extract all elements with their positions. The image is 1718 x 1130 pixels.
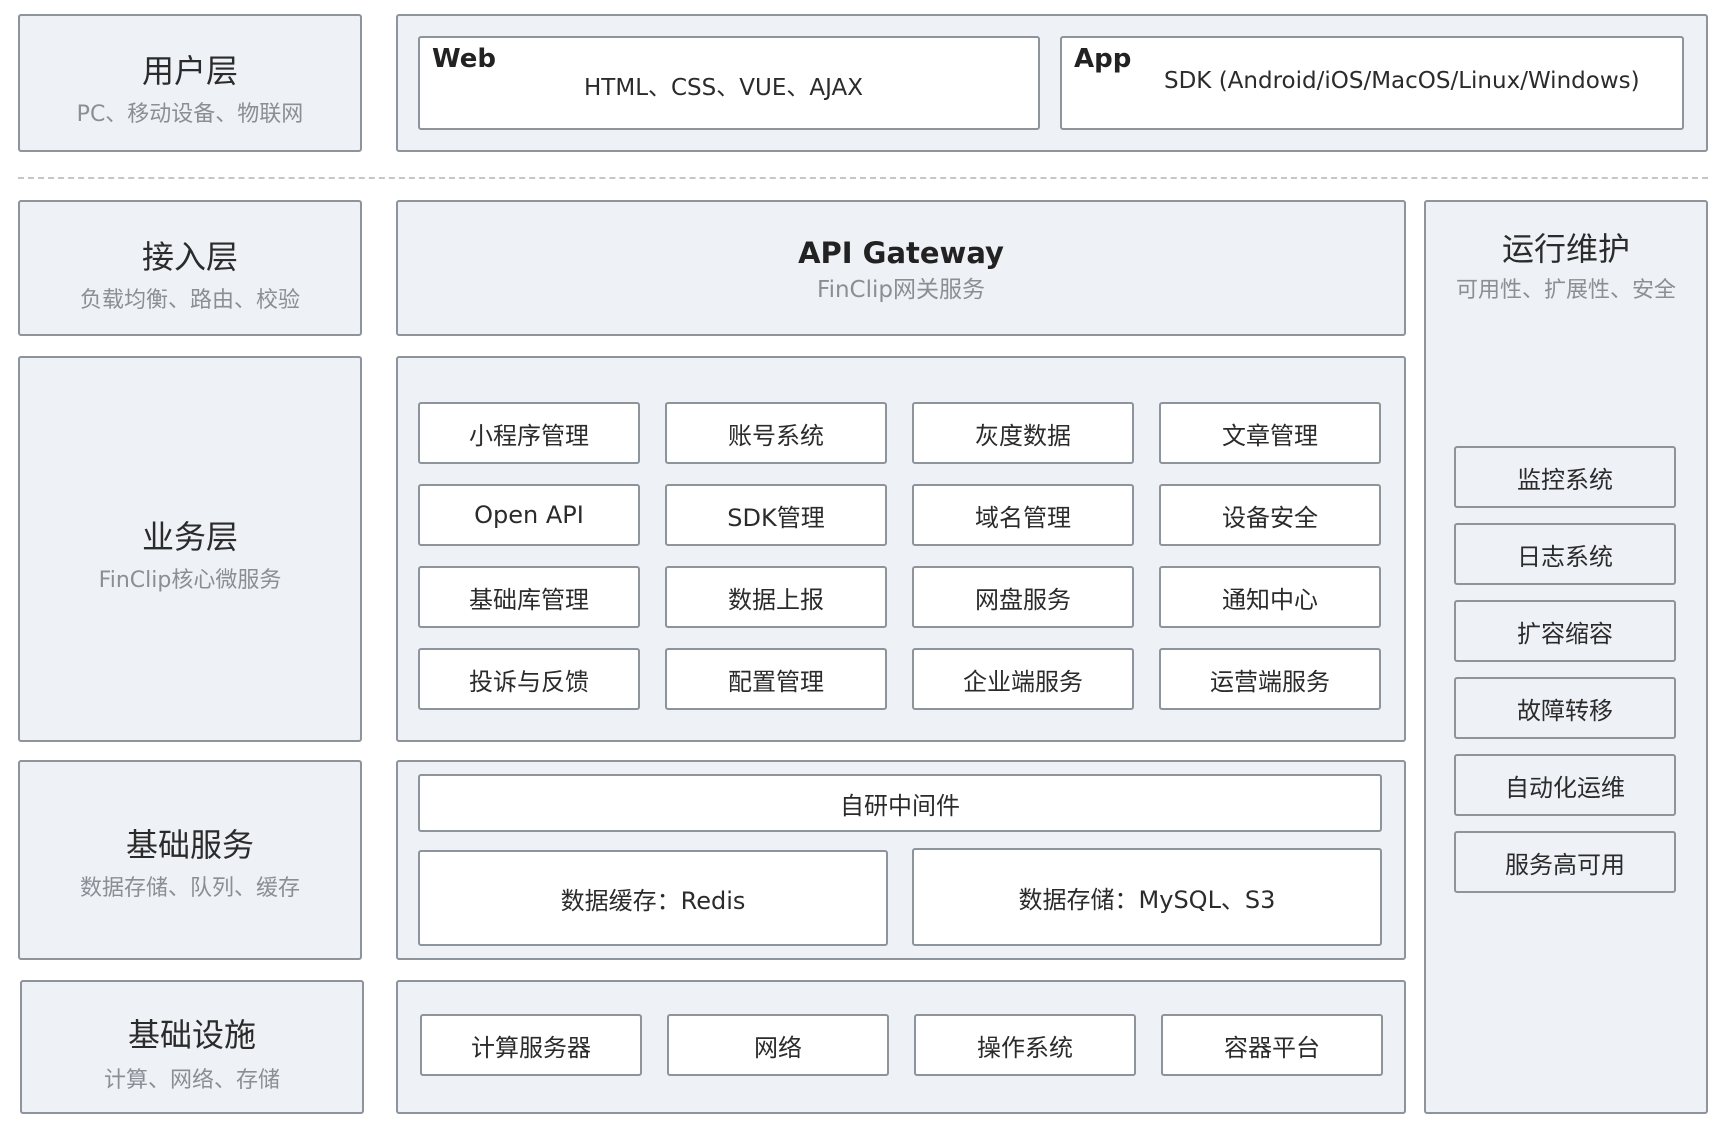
ops-failover: 故障转移 (1454, 677, 1676, 739)
access-layer-label-panel: 接入层 负载均衡、路由、校验 (18, 200, 362, 336)
service-article-mgmt: 文章管理 (1159, 402, 1381, 464)
infra-title: 基础设施 (127, 1016, 256, 1054)
infra-operating-system: 操作系统 (914, 1014, 1136, 1076)
ops-log-system: 日志系统 (1454, 523, 1676, 585)
business-layer-label-panel: 业务层 FinClip核心微服务 (18, 356, 362, 742)
business-layer-title: 业务层 (141, 518, 238, 556)
ops-title: 运行维护 (1501, 230, 1630, 268)
dashed-divider (18, 177, 1708, 179)
service-netdisk: 网盘服务 (912, 566, 1134, 628)
infra-panel: 计算服务器 网络 操作系统 容器平台 (396, 980, 1406, 1114)
user-layer-title: 用户层 (141, 52, 238, 90)
service-mini-program-mgmt: 小程序管理 (418, 402, 640, 464)
web-client-tech: HTML、CSS、VUE、AJAX (584, 75, 863, 101)
user-layer-subtitle: PC、移动设备、物联网 (76, 102, 304, 127)
business-layer-subtitle: FinClip核心微服务 (98, 568, 282, 593)
data-cache-box: 数据缓存：Redis (418, 850, 888, 946)
app-client-name: App (1074, 44, 1132, 74)
base-service-label-panel: 基础服务 数据存储、队列、缓存 (18, 760, 362, 960)
access-layer-title: 接入层 (141, 238, 238, 276)
user-layer-label-panel: 用户层 PC、移动设备、物联网 (18, 14, 362, 152)
client-panel: Web HTML、CSS、VUE、AJAX App SDK (Android/i… (396, 14, 1708, 152)
api-gateway-panel: API Gateway FinClip网关服务 (396, 200, 1406, 336)
ops-monitoring-system: 监控系统 (1454, 446, 1676, 508)
base-service-subtitle: 数据存储、队列、缓存 (79, 876, 300, 901)
ops-subtitle: 可用性、扩展性、安全 (1455, 278, 1676, 303)
access-layer-subtitle: 负载均衡、路由、校验 (79, 288, 300, 313)
service-operations: 运营端服务 (1159, 648, 1381, 710)
service-base-lib-mgmt: 基础库管理 (418, 566, 640, 628)
ops-high-availability: 服务高可用 (1454, 831, 1676, 893)
service-account-system: 账号系统 (665, 402, 887, 464)
api-gateway-subtitle: FinClip网关服务 (817, 277, 985, 303)
web-client-name: Web (432, 44, 496, 74)
ops-automation: 自动化运维 (1454, 754, 1676, 816)
service-domain-mgmt: 域名管理 (912, 484, 1134, 546)
infra-label-panel: 基础设施 计算、网络、存储 (20, 980, 364, 1114)
business-services-panel: 小程序管理 账号系统 灰度数据 文章管理 Open API SDK管理 域名管理… (396, 356, 1406, 742)
service-enterprise: 企业端服务 (912, 648, 1134, 710)
middleware-box: 自研中间件 (418, 774, 1382, 832)
service-open-api: Open API (418, 484, 640, 546)
service-config-mgmt: 配置管理 (665, 648, 887, 710)
ops-panel: 运行维护 可用性、扩展性、安全 监控系统 日志系统 扩容缩容 故障转移 自动化运… (1424, 200, 1708, 1114)
infra-subtitle: 计算、网络、存储 (103, 1068, 280, 1093)
web-client-box: Web HTML、CSS、VUE、AJAX (418, 36, 1040, 130)
service-data-report: 数据上报 (665, 566, 887, 628)
app-client-tech: SDK (Android/iOS/MacOS/Linux/Windows) (1164, 68, 1640, 94)
infra-network: 网络 (667, 1014, 889, 1076)
service-gray-data: 灰度数据 (912, 402, 1134, 464)
infra-container-platform: 容器平台 (1161, 1014, 1383, 1076)
service-notification-center: 通知中心 (1159, 566, 1381, 628)
app-client-box: App SDK (Android/iOS/MacOS/Linux/Windows… (1060, 36, 1684, 130)
base-service-panel: 自研中间件 数据缓存：Redis 数据存储：MySQL、S3 (396, 760, 1406, 960)
ops-scaling: 扩容缩容 (1454, 600, 1676, 662)
infra-compute-server: 计算服务器 (420, 1014, 642, 1076)
service-complaint-feedback: 投诉与反馈 (418, 648, 640, 710)
data-storage-box: 数据存储：MySQL、S3 (912, 848, 1382, 946)
service-device-security: 设备安全 (1159, 484, 1381, 546)
service-sdk-mgmt: SDK管理 (665, 484, 887, 546)
base-service-title: 基础服务 (125, 826, 254, 864)
api-gateway-title: API Gateway (798, 236, 1004, 270)
